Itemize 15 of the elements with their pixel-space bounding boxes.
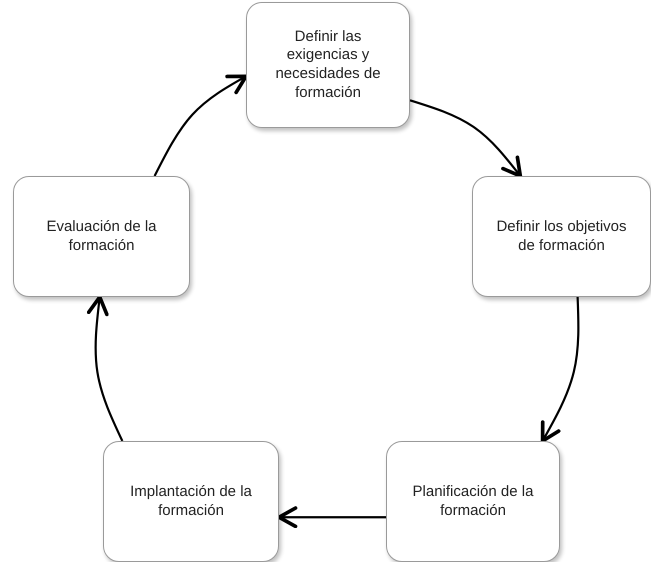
process-box (13, 176, 190, 297)
box-label: Planificación de la formación (412, 482, 534, 520)
box-label: Implantación de la formación (129, 482, 253, 520)
arrow (86, 295, 124, 442)
arrow (540, 296, 580, 443)
box-label: Definir los objetivos de formación (495, 218, 628, 256)
arrow (154, 74, 248, 176)
box-label: Evaluación de la formación (45, 218, 158, 256)
box-label: Definir las exigencias y necesidades de formación (274, 28, 382, 102)
arrow (277, 506, 386, 528)
process-box (472, 176, 651, 297)
process-box (246, 2, 410, 128)
process-box (386, 441, 560, 562)
arrow (410, 99, 522, 178)
process-box (103, 441, 279, 562)
